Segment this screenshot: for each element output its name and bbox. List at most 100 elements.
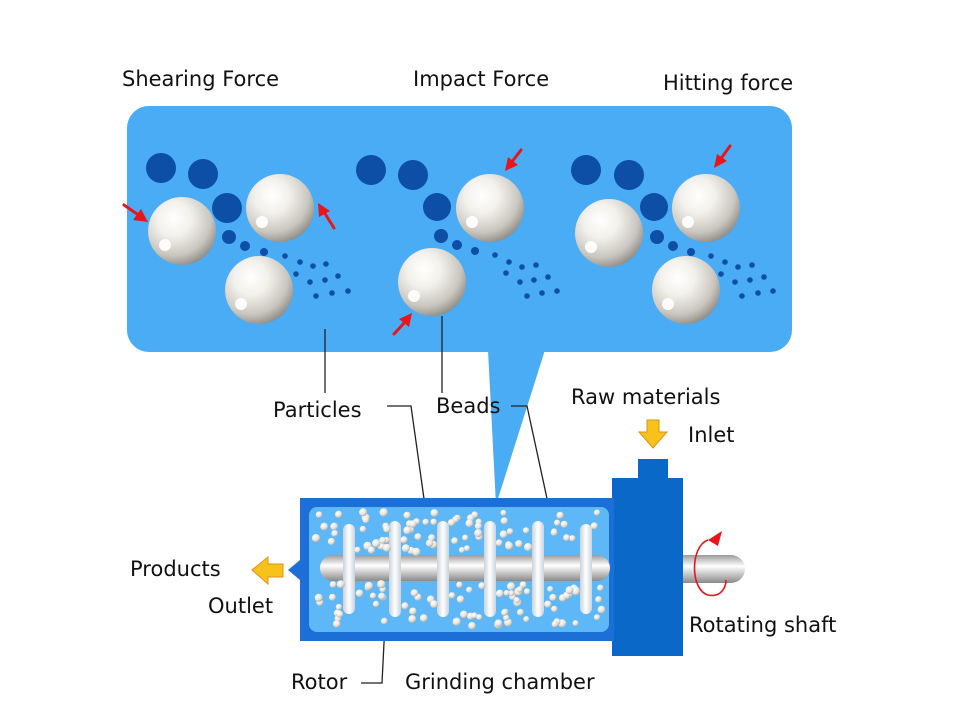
particles-label: Particles — [273, 398, 362, 422]
grinding-bead — [430, 518, 438, 526]
grinding-bead — [412, 547, 421, 557]
grinding-bead — [474, 529, 483, 538]
grinding-bead — [410, 589, 419, 597]
particle — [240, 241, 250, 251]
bead — [246, 174, 314, 242]
bead — [225, 256, 293, 324]
grinding-bead — [507, 582, 516, 591]
grinding-bead — [551, 620, 559, 628]
impact-illustration — [356, 155, 560, 316]
red-arrow-icon — [505, 148, 523, 171]
grinding-bead — [551, 605, 558, 613]
grinding-bead — [382, 543, 391, 552]
grinding-bead — [456, 595, 465, 603]
grinding-bead — [355, 589, 364, 598]
grinding-bead — [362, 516, 370, 524]
grinding-bead — [430, 600, 438, 609]
rotation-arrow-icon — [693, 531, 727, 597]
particle — [146, 153, 176, 183]
rotor-label: Rotor — [291, 670, 348, 694]
grinding-bead — [335, 510, 343, 518]
shearing-illustration — [146, 153, 351, 324]
grinding-bead — [372, 600, 380, 608]
hitting-illustration — [571, 155, 776, 324]
grinding-bead — [563, 534, 570, 542]
grinding-bead — [547, 586, 554, 592]
particle — [423, 193, 451, 221]
bead — [672, 174, 740, 242]
grinding-bead — [569, 535, 576, 542]
particle — [650, 230, 664, 244]
grinding-bead — [451, 537, 459, 545]
grinding-bead — [464, 545, 470, 552]
grinding-bead — [499, 530, 508, 539]
grinding-bead — [513, 597, 520, 604]
bead — [456, 174, 524, 242]
grinding-bead — [465, 519, 474, 528]
grinding-bead — [522, 527, 530, 534]
grinding-bead — [476, 614, 483, 621]
grinding-bead — [474, 522, 482, 530]
particle — [614, 160, 644, 190]
grinding-bead — [377, 580, 386, 589]
grinding-bead — [401, 602, 409, 610]
grinding-bead — [315, 511, 323, 518]
particle — [212, 193, 242, 223]
grinding-bead — [336, 610, 344, 618]
grinding-bead — [419, 614, 428, 622]
particle — [222, 230, 236, 244]
grinding-bead — [595, 596, 602, 603]
grinding-bead — [515, 540, 523, 548]
grinding-bead — [597, 605, 606, 614]
rotor-blades — [343, 521, 592, 617]
grinding-bead — [408, 615, 417, 623]
grinding-bead — [447, 519, 456, 527]
red-arrow-icon — [122, 203, 148, 222]
grinding-bead — [593, 614, 601, 621]
grinding-bead — [314, 593, 323, 602]
grinding-bead — [565, 586, 574, 595]
particle — [188, 159, 218, 189]
raw-materials-label: Raw materials — [571, 385, 720, 409]
grinding-bead — [468, 622, 476, 630]
rotor-shaft — [320, 555, 610, 581]
grinding-bead — [359, 525, 367, 533]
particle — [452, 240, 462, 250]
particle — [356, 155, 386, 185]
drive-housing — [612, 478, 683, 656]
grinding-bead — [331, 530, 339, 537]
grinding-bead — [328, 593, 336, 601]
inlet-port — [638, 459, 668, 481]
grinding-bead — [452, 617, 461, 626]
grinding-bead — [462, 534, 469, 541]
grinding-bead — [458, 547, 465, 553]
grinding-bead — [524, 543, 533, 552]
grinding-bead — [403, 511, 411, 519]
grinding-bead — [369, 592, 377, 599]
grinding-bead — [471, 612, 478, 619]
red-arrow-icon — [714, 144, 732, 168]
grinding-bead — [383, 525, 391, 533]
red-arrow-icon — [392, 313, 412, 336]
grinding-bead — [508, 590, 515, 597]
grinding-bead — [379, 508, 388, 517]
grinding-bead — [378, 592, 386, 600]
grinding-bead — [554, 519, 561, 526]
grinding-bead — [381, 617, 388, 625]
grinding-bead — [403, 526, 412, 535]
grinding-bead — [333, 620, 341, 628]
grinding-bead — [367, 546, 376, 554]
grinding-bead — [428, 534, 436, 542]
grinding-bead — [311, 534, 321, 543]
products-label: Products — [130, 557, 221, 581]
impact-force-label: Impact Force — [413, 67, 549, 91]
grinding-bead — [517, 608, 524, 616]
beads-label: Beads — [436, 394, 500, 418]
particle — [471, 247, 479, 255]
hitting-force-label: Hitting force — [663, 71, 793, 95]
grinding-bead — [320, 522, 329, 531]
inlet-label: Inlet — [688, 423, 735, 447]
grinding-bead — [506, 528, 514, 535]
bead — [652, 256, 720, 324]
grinding-bead — [422, 518, 429, 526]
